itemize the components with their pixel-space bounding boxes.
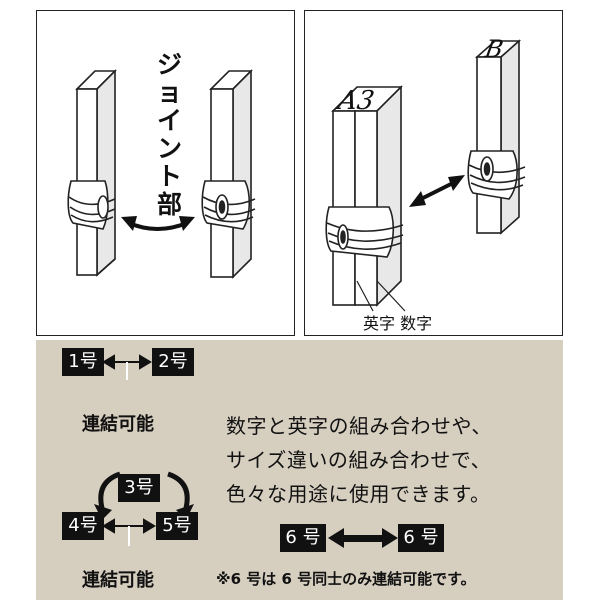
connectable-label-top: 連結可能: [82, 414, 154, 435]
joint-illustration: ジ ョ イ ン ト 部: [67, 50, 256, 279]
joint-label-char: ン: [157, 134, 182, 163]
note-text: ※6 号は 6 号同士のみ連結可能です。: [216, 570, 476, 588]
size-box-3: 3号: [118, 474, 160, 502]
connect-arrow: [409, 175, 465, 207]
joint-label-char: ト: [157, 162, 182, 191]
joint-label-char: ジ: [157, 50, 182, 79]
connect-arrow: [121, 216, 195, 231]
arrow-6-6: [328, 528, 398, 548]
left-stamp: [67, 69, 117, 277]
size-box-2: 2号: [152, 348, 194, 376]
caption-letter-number: 英字 数字: [363, 314, 432, 333]
connectable-label-bottom: 連結可能: [82, 570, 154, 591]
bottom-section: 1号 2号 連結可能 3号 4号 5号 連結可能 数字と英字の組み合わせや、 サ…: [36, 340, 563, 600]
arrow-4-5: [102, 518, 156, 546]
letter-number-illustration: A3 B 英字 数字: [325, 35, 526, 333]
joint-label-char: イ: [157, 106, 182, 135]
message-line-2: サイズ違いの組み合わせで、: [226, 448, 492, 472]
size-box-4: 4号: [62, 512, 104, 540]
size-box-6a: 6 号: [280, 524, 326, 552]
joint-label-char: ョ: [157, 78, 182, 107]
message-line-3: 色々な用途に使用できます。: [226, 482, 491, 506]
leader-line: [376, 280, 406, 312]
size-box-5: 5号: [156, 512, 198, 540]
leader-line: [356, 280, 374, 312]
left-panel: ジ ョ イ ン ト 部: [36, 10, 295, 336]
connection-diagram: [94, 354, 398, 548]
right-panel: A3 B 英字 数字: [304, 10, 563, 336]
arrow-1-2: [102, 354, 152, 380]
right-stamp: [201, 69, 256, 279]
b-stamp: [467, 39, 526, 235]
joint-label-char: 部: [157, 190, 182, 219]
message-line-1: 数字と英字の組み合わせや、: [226, 414, 492, 438]
joined-stamps: [325, 85, 404, 307]
size-box-6b: 6 号: [398, 524, 444, 552]
size-box-1: 1号: [62, 348, 104, 376]
